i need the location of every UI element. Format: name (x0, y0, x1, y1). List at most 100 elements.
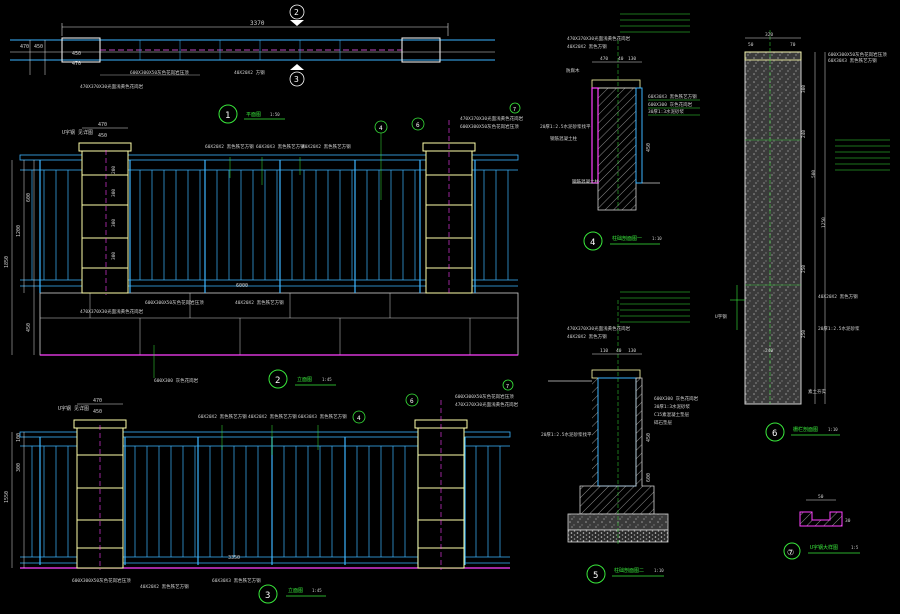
svg-text:30: 30 (845, 518, 851, 524)
svg-text:100: 100 (16, 433, 22, 442)
svg-text:30厚1:3水泥砂浆: 30厚1:3水泥砂浆 (654, 403, 691, 410)
section-4-view: 470 40 130 470X370X30光面浅黄色花岗岩 40X20X2 黑色… (540, 13, 700, 251)
svg-text:300: 300 (111, 189, 117, 197)
svg-text:450: 450 (93, 409, 102, 415)
view-4-number-circle (583, 231, 603, 251)
view-3-title: 立面图 (288, 587, 303, 594)
section-6-view: 320 50 70 300 240 500 1250 250 250 240 6… (715, 30, 890, 442)
svg-text:40X20X2 黑色方钢: 40X20X2 黑色方钢 (567, 43, 607, 50)
svg-text:U字钢 见详图: U字钢 见详图 (62, 129, 93, 136)
view-5-title: 柱础剖面图二 (614, 567, 644, 574)
svg-text:1:10: 1:10 (654, 568, 664, 573)
svg-text:470X370X30光面浅黄色花岗岩: 470X370X30光面浅黄色花岗岩 (80, 308, 144, 315)
view-4-title: 柱础剖面图一 (612, 235, 642, 242)
svg-text:450: 450 (98, 133, 107, 139)
view-2-title: 立面图 (297, 376, 312, 383)
svg-text:320: 320 (765, 32, 773, 38)
svg-text:130: 130 (628, 348, 636, 354)
plan-section-tag-top (289, 4, 305, 20)
svg-text:200: 200 (111, 166, 117, 174)
svg-text:60X20X2 黑色铁艺方钢: 60X20X2 黑色铁艺方钢 (198, 413, 247, 420)
svg-text:4: 4 (379, 125, 383, 132)
svg-text:1:10: 1:10 (828, 427, 838, 432)
elevation-2-view: 1850 1200 600 450 470 450 U字钢 见详图 200 30… (4, 102, 524, 389)
svg-text:20厚1:2.5水泥砂浆: 20厚1:2.5水泥砂浆 (818, 325, 860, 332)
elevation-3-view: 1550 300 100 470 450 U字钢 见详图 60X20X2 黑色铁… (4, 379, 519, 604)
svg-text:60X30X3 黑色铁艺方钢: 60X30X3 黑色铁艺方钢 (298, 413, 347, 420)
svg-text:1: 1 (225, 111, 230, 121)
svg-text:30厚1:3水泥砂浆: 30厚1:3水泥砂浆 (648, 108, 685, 115)
svg-text:钢筋混凝土柱: 钢筋混凝土柱 (572, 178, 599, 185)
svg-text:470X370X30光面浅黄色花岗岩: 470X370X30光面浅黄色花岗岩 (455, 401, 519, 408)
svg-text:40X20X2 黑色方钢: 40X20X2 黑色方钢 (818, 293, 858, 300)
svg-text:450: 450 (26, 323, 32, 332)
svg-text:4: 4 (590, 238, 595, 248)
svg-text:470X370X30光面浅黄色花岗岩: 470X370X30光面浅黄色花岗岩 (567, 325, 631, 332)
svg-text:600X300X50灰色花岗岩压顶: 600X300X50灰色花岗岩压顶 (455, 393, 514, 400)
view-1-title: 平面图 (246, 112, 261, 118)
svg-text:60X30X3 黑色铁艺方钢: 60X30X3 黑色铁艺方钢 (828, 57, 877, 64)
svg-text:1:5: 1:5 (851, 545, 859, 550)
svg-text:500: 500 (811, 170, 817, 178)
svg-text:钢筋混凝土柱: 钢筋混凝土柱 (550, 135, 577, 142)
svg-text:600X300X50灰色花岗岩压顶: 600X300X50灰色花岗岩压顶 (145, 299, 204, 306)
svg-text:600X300X50灰色花岗岩压顶: 600X300X50灰色花岗岩压顶 (828, 51, 887, 58)
section-5-view: 110 40 130 470X370X30光面浅黄色花岗岩 40X20X2 黑色… (541, 291, 699, 584)
svg-text:7: 7 (506, 384, 509, 390)
svg-text:1:50: 1:50 (270, 112, 280, 117)
svg-text:1:10: 1:10 (652, 236, 662, 241)
svg-text:20厚1:2.5水泥砂浆找平: 20厚1:2.5水泥砂浆找平 (541, 431, 592, 438)
svg-text:250: 250 (801, 330, 807, 338)
svg-text:60X30X3 黑色铁艺方钢: 60X30X3 黑色铁艺方钢 (256, 143, 305, 150)
view-2-number-circle (268, 369, 288, 389)
svg-text:1200: 1200 (16, 225, 22, 237)
plan-view: 3370 2 470 450 450 470 600X300X50灰色花岗岩压顶… (10, 4, 495, 124)
plan-note-1: 600X300X50灰色花岗岩压顶 (130, 69, 189, 76)
view-6-number-circle (765, 422, 785, 442)
svg-text:470: 470 (20, 44, 29, 50)
svg-text:6: 6 (416, 122, 420, 129)
svg-text:300: 300 (16, 463, 22, 472)
svg-text:40: 40 (616, 348, 622, 354)
svg-text:60X30X3 黑色铁艺方钢: 60X30X3 黑色铁艺方钢 (648, 93, 697, 100)
svg-text:7: 7 (513, 107, 516, 113)
view-3-number-circle (258, 584, 278, 604)
svg-text:3350: 3350 (228, 555, 240, 561)
svg-text:3: 3 (265, 591, 270, 601)
svg-text:600: 600 (646, 473, 652, 482)
svg-text:6: 6 (772, 429, 777, 439)
svg-text:1:45: 1:45 (322, 377, 332, 382)
svg-text:470X370X30光面浅黄色花岗岩: 470X370X30光面浅黄色花岗岩 (567, 35, 631, 42)
svg-text:130: 130 (628, 56, 636, 62)
elevation-2-bars (31, 170, 509, 280)
view-5-number-circle (586, 564, 606, 584)
svg-text:470: 470 (93, 398, 102, 404)
svg-text:防腐木: 防腐木 (566, 67, 580, 74)
elevation-2-pier-left (78, 142, 132, 294)
svg-text:2: 2 (294, 8, 299, 17)
svg-text:60X20X2 黑色铁艺方钢: 60X20X2 黑色铁艺方钢 (205, 143, 254, 150)
svg-text:110: 110 (600, 348, 608, 354)
svg-text:450: 450 (646, 143, 652, 152)
svg-text:50: 50 (748, 42, 754, 48)
svg-text:1250: 1250 (821, 217, 827, 228)
svg-text:1850: 1850 (4, 256, 10, 268)
svg-text:U字钢 见详图: U字钢 见详图 (58, 405, 89, 412)
svg-text:450: 450 (72, 51, 81, 57)
svg-text:240: 240 (801, 130, 807, 138)
detail-7-view: 50 30 ⑦ U字钢大样图 1:5 (783, 494, 860, 560)
svg-text:1:45: 1:45 (312, 588, 322, 593)
svg-text:470: 470 (98, 122, 107, 128)
svg-text:600X300X50灰色花岗岩压顶: 600X300X50灰色花岗岩压顶 (460, 123, 519, 130)
svg-text:300: 300 (801, 85, 807, 93)
svg-text:40X20X2 黑色铁艺方钢: 40X20X2 黑色铁艺方钢 (302, 143, 351, 150)
elevation-3-bars (31, 446, 501, 557)
svg-text:300: 300 (111, 252, 117, 260)
view-7-number-circle (783, 542, 801, 560)
plan-note-2: 40X20X2 方钢 (234, 69, 265, 76)
elevation-2-pier-right (422, 142, 476, 294)
svg-text:600X300 灰色花岗岩: 600X300 灰色花岗岩 (154, 377, 199, 384)
svg-text:470: 470 (72, 61, 81, 67)
view-1-number-circle (218, 104, 238, 124)
